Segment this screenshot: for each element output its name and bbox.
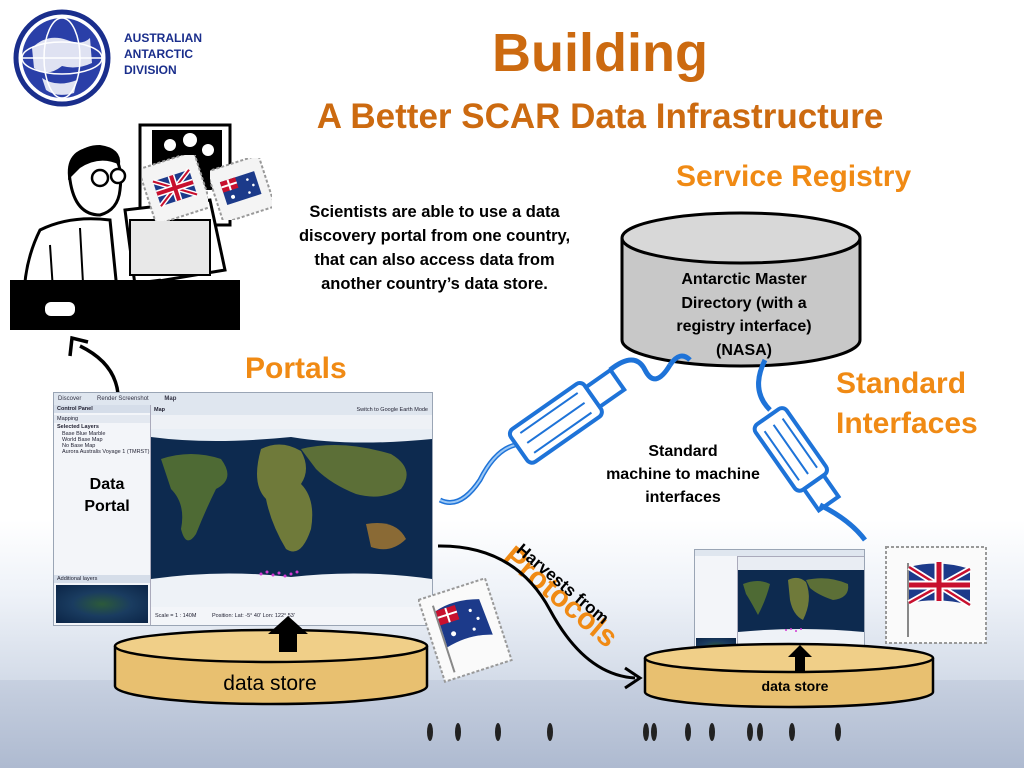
globe-logo-icon bbox=[13, 9, 111, 107]
organisation-line: DIVISION bbox=[124, 63, 177, 77]
layer-item[interactable]: Aurora Australis Voyage 1 (TMRST) 1993-9… bbox=[62, 449, 150, 455]
registry-line: (NASA) bbox=[716, 341, 772, 359]
interfaces-note-line: Standard bbox=[648, 443, 718, 460]
world-map-view[interactable] bbox=[151, 429, 432, 607]
position-readout: Position: Lat: -5° 40' Lon: 122° 53' bbox=[211, 613, 295, 619]
registry-description: Antarctic Master Directory (with a regis… bbox=[645, 268, 843, 362]
control-panel-title: Control Panel bbox=[54, 405, 150, 413]
description-line: that can also access data from bbox=[314, 251, 555, 269]
map-status-bar: Scale = 1 : 140M Position: Lat: -5° 40' … bbox=[151, 607, 432, 625]
scale-readout: Scale = 1 : 140M bbox=[155, 613, 197, 619]
standard-interfaces-line: Interfaces bbox=[836, 407, 978, 440]
right-data-store-label: data store bbox=[761, 678, 829, 694]
registry-database-icon bbox=[620, 211, 862, 368]
left-data-store-label: data store bbox=[223, 672, 317, 695]
basemap-heading: Mapping bbox=[54, 415, 150, 423]
map-header-title: Map bbox=[154, 407, 165, 413]
data-portal-screenshot: Discover Render Screenshot Map Control P… bbox=[53, 392, 433, 626]
control-panel: Control Panel Mapping Selected Layers Ba… bbox=[54, 405, 151, 625]
description-line: Scientists are able to use a data bbox=[309, 203, 560, 221]
description-line: discovery portal from one country, bbox=[298, 227, 571, 245]
penguins-decoration-icon bbox=[427, 723, 841, 741]
layer-item[interactable]: Base Blue Marble bbox=[62, 431, 106, 437]
overview-map bbox=[56, 585, 148, 623]
standard-interfaces-line: Standard bbox=[836, 367, 967, 400]
registry-line: registry interface) bbox=[676, 318, 812, 335]
network-cables-icon bbox=[438, 353, 867, 542]
organisation-name: AUSTRALIAN ANTARCTIC DIVISION bbox=[124, 30, 202, 78]
data-portal-label: Data Portal bbox=[68, 474, 146, 518]
additional-layers-heading: Additional layers bbox=[54, 575, 150, 583]
remote-control-panel bbox=[695, 556, 738, 656]
right-data-store-icon bbox=[643, 642, 935, 709]
scientist-at-computer-icon bbox=[10, 123, 240, 330]
interfaces-note-line: interfaces bbox=[645, 489, 721, 506]
tab-discover[interactable]: Discover bbox=[58, 396, 82, 402]
portals-label: Portals bbox=[245, 352, 347, 385]
organisation-line: ANTARCTIC bbox=[124, 47, 194, 61]
left-data-store-icon bbox=[113, 628, 429, 706]
data-portal-line: Data bbox=[89, 476, 125, 493]
google-earth-mode-button[interactable]: Switch to Google Earth Mode bbox=[356, 407, 428, 413]
upload-arrow-icon bbox=[268, 616, 308, 652]
remote-world-map-view[interactable] bbox=[738, 570, 864, 644]
selected-layers-heading: Selected Layers bbox=[57, 424, 99, 430]
tab-render-screenshot[interactable]: Render Screenshot bbox=[97, 396, 149, 402]
layer-item[interactable]: World Base Map bbox=[62, 437, 103, 443]
interfaces-note: Standard machine to machine interfaces bbox=[578, 440, 788, 509]
uk-flag-icon bbox=[142, 155, 208, 221]
service-registry-label: Service Registry bbox=[676, 160, 912, 193]
remote-portal-toolbar bbox=[695, 550, 864, 557]
description-line: another country’s data store. bbox=[321, 275, 548, 293]
interfaces-note-line: machine to machine bbox=[606, 466, 760, 483]
data-portal-line: Portal bbox=[84, 498, 130, 515]
map-panel-header: Map Switch to Google Earth Mode bbox=[151, 405, 432, 415]
page-title: Building bbox=[492, 23, 708, 83]
organisation-line: AUSTRALIAN bbox=[124, 31, 202, 45]
harvest-arrow-icon bbox=[437, 544, 643, 690]
australia-flag-icon bbox=[210, 158, 272, 220]
portal-to-scientist-arrow-icon bbox=[68, 335, 120, 395]
page-subtitle: A Better SCAR Data Infrastructure bbox=[316, 97, 884, 136]
australia-flag-icon bbox=[418, 577, 513, 683]
uk-flag-icon bbox=[885, 546, 987, 644]
layer-item[interactable]: No Base Map bbox=[62, 443, 96, 449]
tab-map[interactable]: Map bbox=[164, 396, 177, 402]
upload-arrow-icon bbox=[788, 645, 812, 673]
standard-interfaces-label: Standard Interfaces bbox=[836, 364, 978, 444]
registry-line: Directory (with a bbox=[681, 294, 807, 312]
map-tools bbox=[151, 415, 432, 430]
description-text: Scientists are able to use a data discov… bbox=[262, 200, 607, 296]
registry-line: Antarctic Master bbox=[681, 271, 807, 288]
remote-portal-screenshot bbox=[694, 549, 865, 657]
